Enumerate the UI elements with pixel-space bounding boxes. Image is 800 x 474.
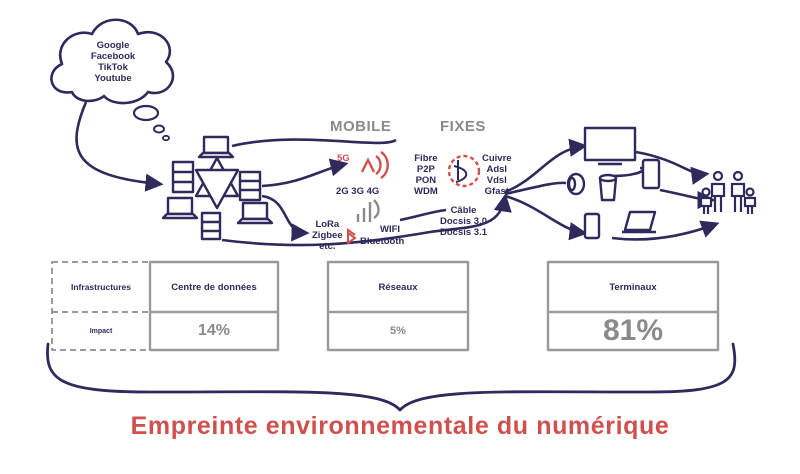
network-paths	[221, 138, 512, 247]
label-bluetooth: Bluetooth	[360, 236, 405, 247]
table-frames	[51, 260, 720, 352]
heading-mobile: MOBILE	[330, 118, 392, 135]
service-tiktok: TikTok	[98, 62, 128, 73]
label-5g: 5G	[337, 153, 350, 164]
users-icon	[699, 170, 757, 214]
footer-title: Empreinte environnementale du numérique	[130, 412, 670, 440]
impact-datacenter: 14%	[197, 322, 231, 339]
label-iot-protocols: LoRa Zigbee etc.	[312, 219, 343, 252]
bluetooth-icon	[347, 228, 357, 245]
antenna-5g-icon	[360, 151, 389, 179]
label-fibre-group: Fibre P2P PON WDM	[414, 153, 438, 197]
cloud-services-list: Google Facebook TikTok Youtube	[68, 40, 158, 84]
fixed-line-icon	[447, 154, 481, 188]
heading-fixes: FIXES	[440, 118, 486, 135]
label-cable-group: Câble Docsis 3.0 Docsis 3.1	[440, 205, 487, 238]
label-2g-3g-4g: 2G 3G 4G	[336, 186, 380, 197]
impact-terminals: 81%	[602, 314, 664, 347]
curly-brace	[46, 342, 737, 412]
label-cuivre-group: Cuivre Adsl Vdsl Gfast	[482, 153, 512, 197]
row-label-impact: Impact	[89, 327, 113, 335]
datacenter-cluster	[161, 135, 274, 241]
wifi-icon	[356, 199, 380, 222]
service-youtube: Youtube	[94, 73, 132, 84]
service-google: Google	[96, 40, 130, 51]
cloud-shape	[50, 18, 175, 142]
cloud-to-datacenter-arrow	[75, 101, 164, 192]
service-facebook: Facebook	[90, 51, 136, 62]
column-label-networks: Réseaux	[378, 281, 418, 293]
label-wifi: WIFI	[380, 224, 401, 235]
column-label-datacenter: Centre de données	[171, 281, 257, 293]
row-label-infrastructures: Infrastructures	[71, 282, 131, 292]
terminal-devices	[566, 126, 661, 240]
column-label-terminals: Terminaux	[609, 281, 657, 293]
impact-networks: 5%	[390, 325, 406, 337]
